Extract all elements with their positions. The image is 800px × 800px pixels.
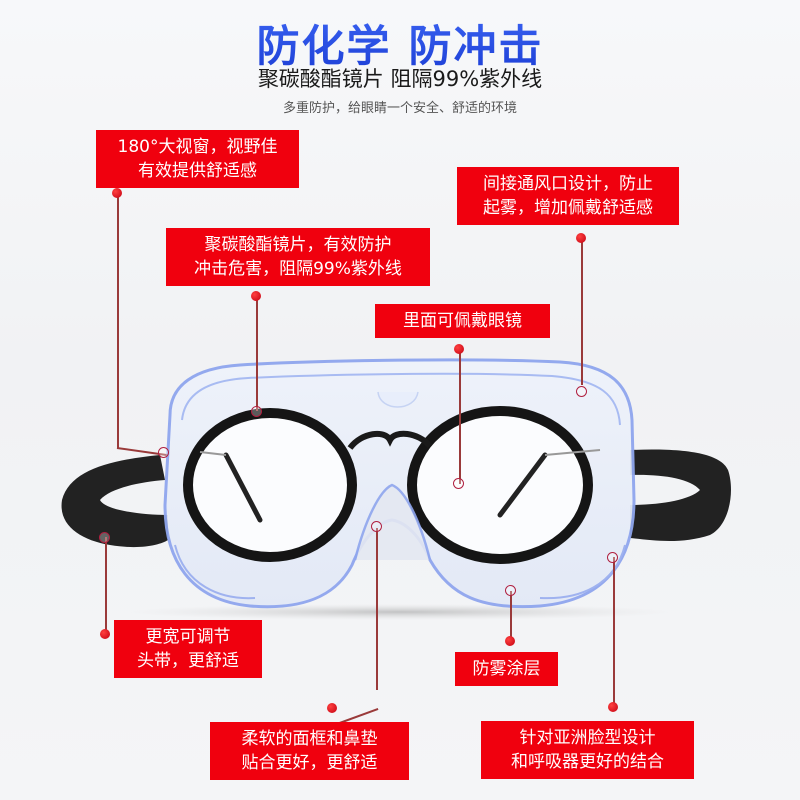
leader-line: [105, 537, 107, 634]
tagline: 多重防护，给眼睛一个安全、舒适的环境: [282, 101, 517, 116]
callout-wide-view: 180°大视窗，视野佳 有效提供舒适感: [96, 130, 299, 188]
callout-target: [371, 521, 382, 532]
callout-target: [251, 406, 262, 417]
callout-dot: [454, 344, 464, 354]
callout-strap: 更宽可调节 头带，更舒适: [114, 620, 262, 678]
nose-pad: [353, 483, 432, 561]
strap-left: [61, 455, 168, 548]
callout-target: [505, 585, 516, 596]
callout-dot: [505, 636, 515, 646]
glasses-lens-left: [183, 408, 357, 562]
callout-dot: [251, 291, 261, 301]
callout-soft-frame: 柔软的面框和鼻垫 贴合更好，更舒适: [210, 722, 409, 780]
glasses-lens-right: [407, 406, 593, 564]
leader-line: [376, 528, 378, 690]
callout-dot: [100, 629, 110, 639]
callout-target: [99, 532, 110, 543]
vent: [377, 391, 419, 408]
callout-target: [453, 478, 464, 489]
page-title: 防化学 防冲击: [0, 12, 800, 74]
callout-dot: [576, 233, 586, 243]
callout-wear-glasses: 里面可佩戴眼镜: [375, 304, 550, 338]
leader-line: [117, 193, 119, 448]
callout-ventilation: 间接通风口设计，防止 起雾，增加佩戴舒适感: [457, 167, 679, 225]
callout-pc-lens: 聚碳酸酯镜片，有效防护 冲击危害，阻隔99%紫外线: [166, 228, 430, 286]
callout-target: [158, 447, 169, 458]
callout-dot: [608, 702, 618, 712]
subtitle: 聚碳酸酯镜片 阻隔99%紫外线: [257, 67, 543, 91]
callout-asian-fit: 针对亚洲脸型设计 和呼吸器更好的结合: [481, 721, 694, 779]
leader-line: [256, 296, 258, 411]
callout-dot: [112, 188, 122, 198]
callout-dot: [327, 703, 337, 713]
leader-line: [510, 591, 512, 640]
callout-target: [576, 386, 587, 397]
strap-right: [630, 449, 731, 542]
leader-line: [613, 557, 615, 707]
leader-line: [581, 238, 583, 385]
leader-line: [459, 350, 461, 484]
callout-anti-fog: 防雾涂层: [455, 652, 558, 686]
callout-target: [607, 552, 618, 563]
